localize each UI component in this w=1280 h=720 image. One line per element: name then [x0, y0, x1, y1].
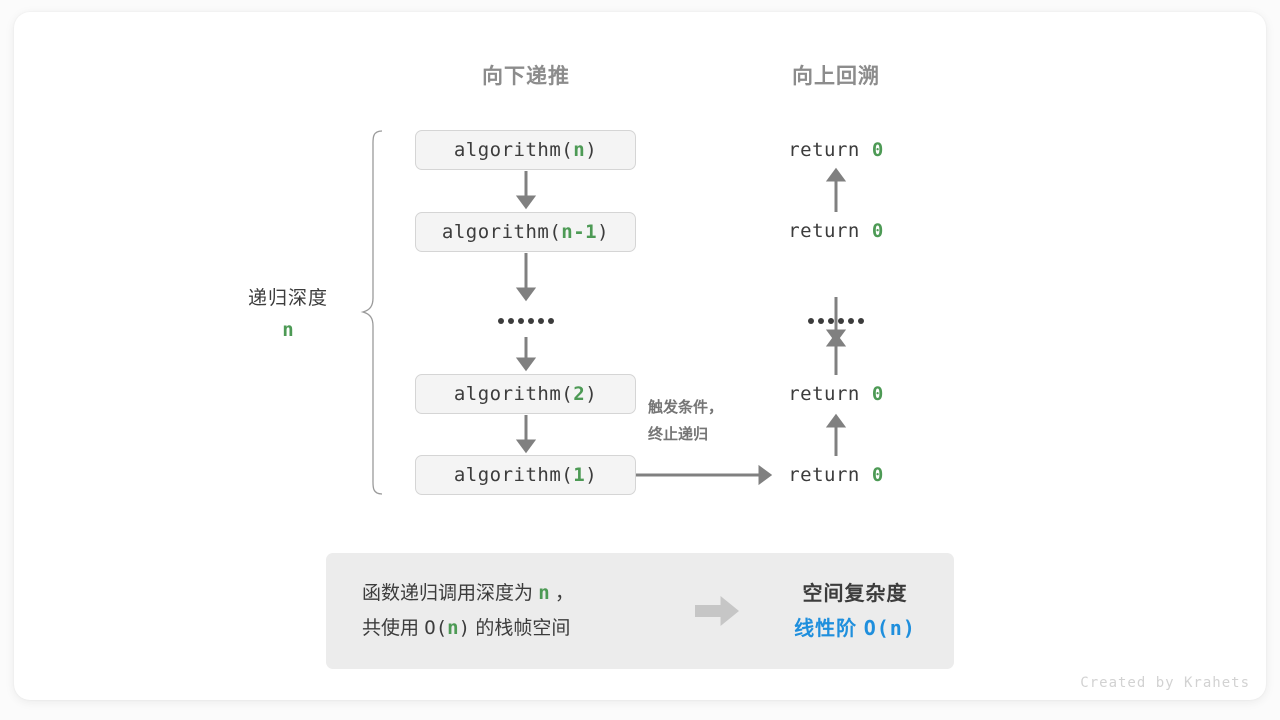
- call-box-close: ): [585, 383, 598, 405]
- dot: [518, 318, 524, 324]
- call-box-name: algorithm(: [453, 139, 574, 161]
- call-box-name: algorithm(: [453, 464, 574, 486]
- complexity-value: 线性阶 O(n): [756, 611, 954, 646]
- call-box-arg: n: [573, 139, 586, 161]
- summary-line-2-suffix: 的栈帧空间: [470, 618, 571, 639]
- call-box-close: ): [585, 139, 598, 161]
- call-box-name: algorithm(: [453, 383, 574, 405]
- dot: [548, 318, 554, 324]
- dot: [808, 318, 814, 324]
- summary-description: 函数递归调用深度为 n ， 共使用 O(n) 的栈帧空间: [326, 576, 678, 646]
- base-case-note-line2: 终止递归: [648, 426, 709, 443]
- return-statement-3: return 0: [788, 383, 884, 405]
- call-box-name: algorithm(: [441, 221, 562, 243]
- credit-text: Created by Krahets: [1080, 675, 1250, 691]
- complexity-value-text: 线性阶: [794, 617, 864, 640]
- call-box-1[interactable]: algorithm(1): [415, 455, 636, 495]
- complexity-value-notation: O(n): [863, 615, 916, 640]
- call-box-n-minus-1[interactable]: algorithm(n-1): [415, 212, 636, 252]
- summary-line-2-close: ): [458, 617, 471, 639]
- heading-downward-recursion: 向下递推: [482, 65, 570, 88]
- return-keyword: return: [788, 464, 872, 486]
- heading-upward-backtracking: 向上回溯: [792, 65, 880, 88]
- complexity-title: 空间复杂度: [802, 582, 908, 605]
- dot: [538, 318, 544, 324]
- summary-conclusion: 空间复杂度 线性阶 O(n): [756, 577, 954, 646]
- call-box-arg: n-1: [561, 221, 598, 243]
- return-statement-2: return 0: [788, 220, 884, 242]
- return-value: 0: [871, 220, 884, 242]
- recursion-depth-text: 递归深度: [247, 288, 329, 309]
- summary-line-2: 共使用 O(n) 的栈帧空间: [362, 611, 678, 646]
- dot: [528, 318, 534, 324]
- call-box-arg: 1: [573, 464, 586, 486]
- return-statement-4: return 0: [788, 464, 884, 486]
- return-keyword: return: [788, 139, 872, 161]
- call-box-arg: 2: [573, 383, 586, 405]
- base-case-note-line1: 触发条件，: [648, 399, 724, 416]
- summary-line-2-prefix: 共使用: [362, 618, 425, 639]
- call-box-close: ): [597, 221, 610, 243]
- right-block-arrow-icon: [695, 596, 739, 626]
- summary-line-1-suffix: ，: [549, 583, 575, 604]
- ellipsis-left: [498, 318, 554, 324]
- dot: [858, 318, 864, 324]
- recursion-depth-label: 递归深度 n: [248, 283, 328, 341]
- base-case-note: 触发条件， 终止递归: [648, 394, 723, 448]
- summary-line-1-n: n: [538, 582, 550, 604]
- return-statement-1: return 0: [788, 139, 884, 161]
- summary-line-1-prefix: 函数递归调用深度为: [362, 583, 539, 604]
- summary-line-2-n: n: [447, 617, 459, 639]
- dot: [848, 318, 854, 324]
- return-keyword: return: [788, 383, 872, 405]
- summary-line-2-o: O(: [424, 617, 448, 639]
- dot: [498, 318, 504, 324]
- summary-line-1: 函数递归调用深度为 n ，: [362, 576, 678, 611]
- call-box-n[interactable]: algorithm(n): [415, 130, 636, 170]
- return-value: 0: [871, 464, 884, 486]
- dot: [508, 318, 514, 324]
- summary-arrow-wrap: [678, 596, 756, 626]
- return-value: 0: [871, 383, 884, 405]
- dot: [838, 318, 844, 324]
- ellipsis-right: [808, 318, 864, 324]
- dot: [818, 318, 824, 324]
- recursion-depth-value: n: [282, 319, 294, 341]
- dot: [828, 318, 834, 324]
- summary-panel: 函数递归调用深度为 n ， 共使用 O(n) 的栈帧空间 空间复杂度 线性阶 O…: [326, 553, 954, 669]
- return-keyword: return: [788, 220, 872, 242]
- return-value: 0: [871, 139, 884, 161]
- depth-brace: [360, 130, 383, 495]
- call-box-2[interactable]: algorithm(2): [415, 374, 636, 414]
- call-box-close: ): [585, 464, 598, 486]
